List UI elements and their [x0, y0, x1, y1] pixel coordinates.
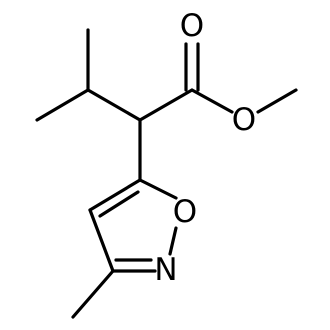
bond-isopropyl-methyl-left — [35, 88, 90, 122]
bond-ring-c3-c4 — [88, 208, 115, 273]
bond-isopropyl-to-alpha-carbon — [86, 88, 142, 122]
bond-ring-c4-c5-double-outer — [88, 178, 142, 212]
ring-nitrogen-label: N — [154, 252, 177, 288]
carbonyl-oxygen-label: O — [180, 8, 204, 44]
ring-oxygen-label: O — [173, 194, 197, 230]
ester-oxygen-label: O — [232, 102, 256, 138]
bond-alpha-carbon-to-carbonyl-carbon — [138, 88, 194, 122]
bond-ring-c5-o1 — [138, 178, 178, 200]
bond-ring-c3-methyl — [71, 269, 115, 319]
bond-ester-oxygen-to-methyl — [256, 88, 298, 114]
bond-ring-o1-n2 — [168, 226, 178, 256]
bond-carbonyl-carbon-to-ester-oxygen — [190, 88, 234, 114]
bond-ring-c4-c5-double-inner — [98, 190, 140, 218]
